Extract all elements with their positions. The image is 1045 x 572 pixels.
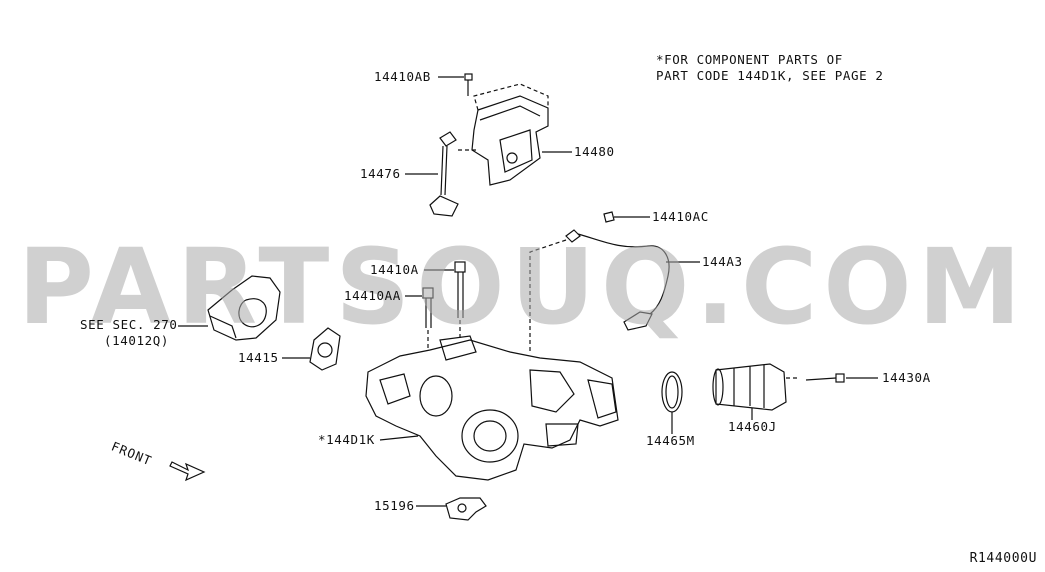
sensor-harness-144a3[interactable] <box>529 229 700 352</box>
diagram-code: R144000U <box>969 551 1037 566</box>
label-14415[interactable]: 14415 <box>238 350 279 365</box>
label-14460j[interactable]: 14460J <box>728 419 777 434</box>
actuator-14480[interactable] <box>471 83 572 186</box>
gasket-15196[interactable] <box>416 497 487 521</box>
label-14430a[interactable]: 14430A <box>882 370 931 385</box>
watermark: PARTSOUQ.COM <box>17 226 1028 348</box>
note-line-2: PART CODE 144D1K, SEE PAGE 2 <box>656 68 884 83</box>
turbocharger-144d1k[interactable] <box>365 335 619 481</box>
o-ring-14465m[interactable] <box>661 371 683 434</box>
label-14480[interactable]: 14480 <box>574 144 615 159</box>
label-14410a[interactable]: 14410A <box>370 262 419 277</box>
label-14410aa[interactable]: 14410AA <box>344 288 401 303</box>
bolt-14410ab[interactable] <box>438 73 473 96</box>
label-see-sec-270[interactable]: SEE SEC. 270 <box>80 317 178 332</box>
label-14465m[interactable]: 14465M <box>646 433 695 448</box>
gasket-14415[interactable] <box>282 327 341 371</box>
label-15196[interactable]: 15196 <box>374 498 415 513</box>
component-note: *FOR COMPONENT PARTS OF PART CODE 144D1K… <box>656 52 884 84</box>
bolt-14410a[interactable] <box>424 261 466 340</box>
label-14012q[interactable]: (14012Q) <box>104 333 170 348</box>
egr-adapter-part[interactable] <box>178 275 281 341</box>
sensor-14476[interactable] <box>405 131 478 217</box>
label-144d1k[interactable]: *144D1K <box>318 432 375 447</box>
front-arrow-icon <box>169 461 206 482</box>
note-line-1: *FOR COMPONENT PARTS OF <box>656 52 843 67</box>
pipe-14460j[interactable] <box>712 363 800 420</box>
label-14410ac[interactable]: 14410AC <box>652 209 709 224</box>
bolt-14410aa[interactable] <box>405 287 434 350</box>
bolt-14430a[interactable] <box>805 373 878 383</box>
label-14410ab[interactable]: 14410AB <box>374 69 431 84</box>
label-14476[interactable]: 14476 <box>360 166 401 181</box>
label-144a3[interactable]: 144A3 <box>702 254 743 269</box>
bolt-14410ac[interactable] <box>603 211 650 223</box>
